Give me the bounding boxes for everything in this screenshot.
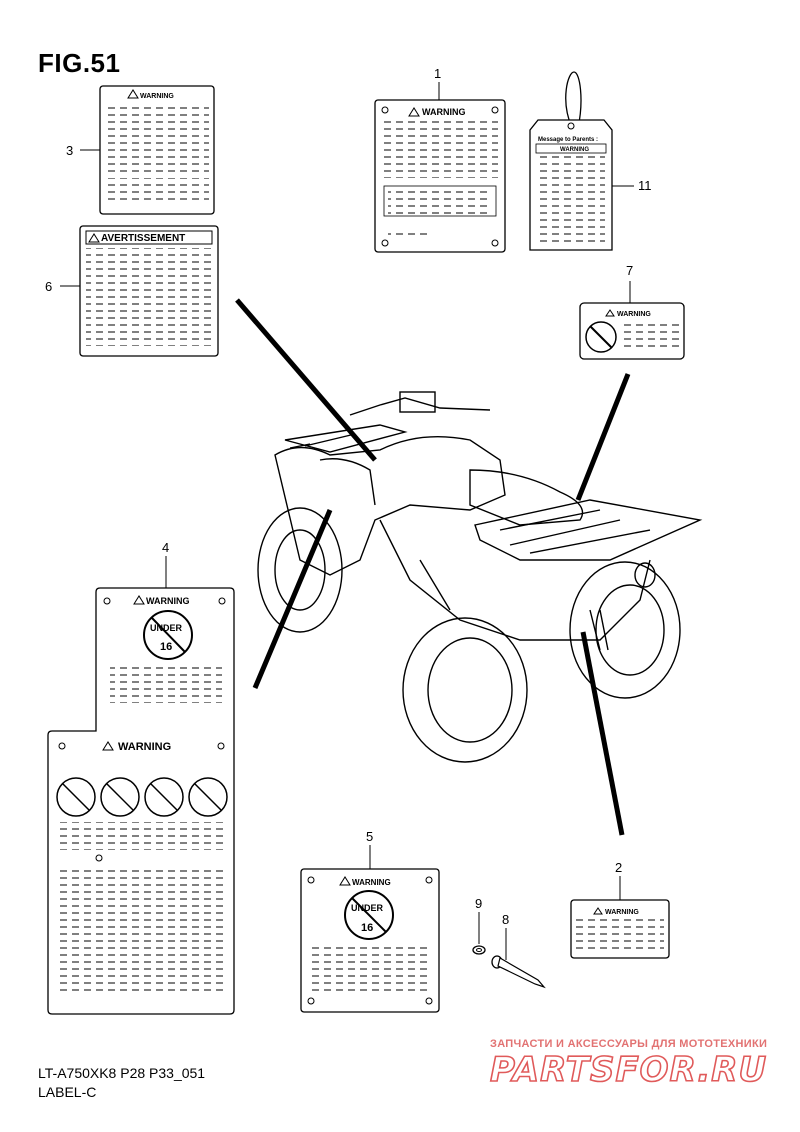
label-11-warning-text: WARNING bbox=[560, 147, 589, 153]
label-1-warning-text: WARNING bbox=[422, 107, 466, 117]
label-2-warning-sticker: WARNING bbox=[570, 899, 670, 959]
label-7-warning-sticker: WARNING bbox=[579, 302, 685, 360]
label-7-warning-text: WARNING bbox=[617, 311, 651, 318]
callout-1: 1 bbox=[434, 66, 442, 81]
group-name: LABEL-C bbox=[38, 1084, 97, 1100]
leader-lines bbox=[235, 298, 631, 836]
label-4-warning-text: WARNING bbox=[146, 596, 190, 606]
callout-5: 5 bbox=[366, 829, 374, 844]
label-3-warning-sticker: WARNING bbox=[99, 85, 215, 215]
part-9-washer bbox=[472, 945, 486, 955]
label-2-warning-text: WARNING bbox=[605, 909, 639, 916]
callout-7: 7 bbox=[626, 263, 634, 278]
label-6-avertissement-sticker: AVERTISSEMENT bbox=[79, 225, 219, 357]
label-11-parents-tag: Message to Parents : WARNING bbox=[529, 71, 613, 251]
figure-title: FIG.51 bbox=[38, 48, 121, 78]
watermark-tagline: ЗАПЧАСТИ И АКСЕССУАРЫ ДЛЯ МОТОТЕХНИКИ bbox=[490, 1038, 768, 1050]
label-4-lower-warning-text: WARNING bbox=[118, 741, 171, 753]
part-8-rivet bbox=[491, 955, 546, 989]
parents-tag-heading: Message to Parents : bbox=[538, 137, 598, 143]
label-5-warning-text: WARNING bbox=[352, 878, 391, 887]
callout-2: 2 bbox=[615, 860, 623, 875]
label-6-avertissement-text: AVERTISSEMENT bbox=[101, 233, 185, 244]
label-3-warning-text: WARNING bbox=[140, 93, 174, 100]
label-1-warning-sticker: WARNING bbox=[374, 99, 506, 253]
watermark-logo: PARTSFOR.RU bbox=[489, 1049, 768, 1091]
callout-4: 4 bbox=[162, 540, 170, 555]
label-5-warning-sticker: WARNING UNDER 16 bbox=[300, 868, 440, 1013]
callout-8: 8 bbox=[502, 912, 510, 927]
label-4-warning-sticker: WARNING UNDER 16 WARNING bbox=[47, 587, 235, 1015]
callout-11: 11 bbox=[638, 178, 652, 193]
label-5-age-number: 16 bbox=[361, 922, 373, 934]
model-code: LT-A750XK8 P28 P33_051 bbox=[38, 1065, 206, 1081]
callout-9: 9 bbox=[475, 896, 483, 911]
label-4-under-text: UNDER bbox=[150, 623, 183, 633]
label-5-under-text: UNDER bbox=[351, 903, 384, 913]
label-4-age-number: 16 bbox=[160, 641, 172, 653]
atv-illustration bbox=[257, 391, 703, 763]
callout-3: 3 bbox=[66, 143, 74, 158]
callout-6: 6 bbox=[45, 279, 53, 294]
